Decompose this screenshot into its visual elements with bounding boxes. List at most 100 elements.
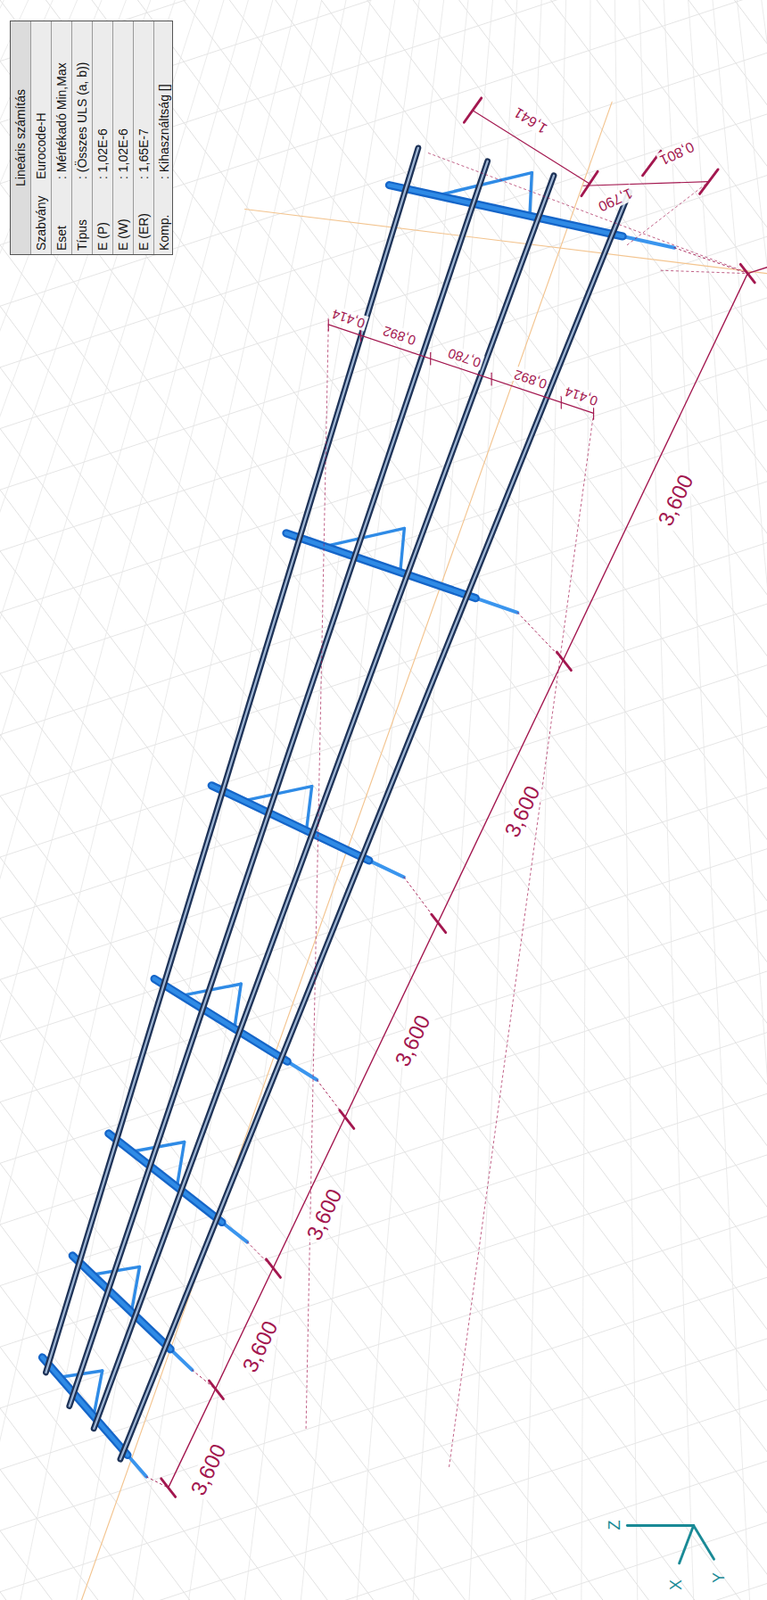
grid-line bbox=[0, 0, 265, 1600]
dimension-value: 3,600 bbox=[301, 1183, 347, 1246]
cantilever bbox=[222, 1222, 248, 1243]
table-key: E (ER) bbox=[136, 213, 151, 251]
purlin bbox=[69, 161, 488, 1407]
axis-guide-line bbox=[81, 101, 612, 1600]
table-value: : 1,02E-6 bbox=[115, 128, 131, 180]
grid-line bbox=[0, 0, 205, 1600]
dimension-line bbox=[168, 273, 749, 1489]
table-value: : 1,65E-7 bbox=[136, 128, 151, 180]
dimension-value: 1,790 bbox=[593, 184, 636, 216]
dimension-value: 1,641 bbox=[509, 103, 552, 138]
dimension-line bbox=[328, 324, 594, 414]
axis-label: X bbox=[668, 1577, 686, 1592]
grid-line bbox=[0, 0, 245, 1600]
cross-beam bbox=[211, 785, 370, 861]
grid-line bbox=[0, 0, 184, 1600]
grid-line bbox=[137, 0, 767, 1600]
axis-arrow bbox=[693, 1525, 715, 1559]
grid-line bbox=[275, 0, 767, 1600]
grid-line bbox=[688, 0, 767, 1600]
grid-line bbox=[0, 1093, 767, 1347]
grid-line bbox=[20, 0, 388, 1600]
dimension-tick bbox=[360, 329, 362, 342]
grid-line bbox=[0, 0, 603, 1600]
grid-line bbox=[734, 0, 767, 1600]
grid-line bbox=[642, 0, 767, 1600]
table-row: Szabvány Eurocode-H bbox=[30, 21, 52, 255]
cantilever bbox=[622, 236, 675, 248]
grid-line bbox=[189, 0, 450, 1600]
grid-line bbox=[356, 0, 511, 1600]
grid-line bbox=[0, 0, 649, 1600]
table-value: Eurocode-H bbox=[33, 112, 49, 180]
grid-line bbox=[469, 0, 551, 1600]
table-key: Szabvány bbox=[33, 196, 49, 251]
grid-line bbox=[0, 542, 767, 796]
grid-line bbox=[0, 725, 767, 980]
grid-line bbox=[0, 0, 368, 1600]
dimension-tick bbox=[339, 1110, 355, 1130]
axis-guide-line bbox=[244, 209, 767, 274]
cantilever bbox=[475, 598, 518, 613]
dimension-tick bbox=[265, 1259, 281, 1279]
cantilever bbox=[369, 860, 405, 878]
purlin bbox=[120, 191, 630, 1460]
dimension-line bbox=[583, 181, 710, 187]
axis-arrow bbox=[679, 1525, 694, 1563]
dimension-value: 3,600 bbox=[186, 1438, 232, 1501]
purlin bbox=[120, 191, 630, 1460]
grid-line bbox=[673, 0, 767, 1600]
cross-beam bbox=[108, 1133, 223, 1223]
table-value: : Mértékadó Min,Max bbox=[54, 62, 69, 180]
axis-label: Y bbox=[710, 1570, 729, 1585]
grid-line bbox=[244, 0, 470, 1600]
dimension-tick bbox=[431, 914, 446, 933]
cantilever bbox=[287, 1061, 317, 1081]
dimension-line bbox=[747, 267, 767, 274]
grid-line bbox=[0, 0, 695, 1600]
table-header: Lineáris számítás bbox=[10, 21, 32, 255]
grid-line bbox=[91, 0, 767, 1600]
dimension-value: 0,414 bbox=[560, 383, 602, 410]
grid-line bbox=[754, 0, 767, 1600]
axis-label: Z bbox=[606, 1518, 625, 1533]
grid-line bbox=[693, 0, 767, 1600]
cross-beam bbox=[72, 1255, 171, 1350]
grid-line bbox=[0, 0, 465, 1600]
purlin bbox=[93, 175, 554, 1429]
grid-line bbox=[412, 0, 767, 1600]
cantilever bbox=[170, 1349, 192, 1370]
table-value: : Kihasználtság [] bbox=[156, 83, 172, 180]
strut bbox=[529, 173, 532, 217]
table-key: E (P) bbox=[95, 222, 110, 251]
cantilever bbox=[127, 1454, 147, 1477]
grid-line bbox=[0, 1277, 767, 1531]
table-key: Komp. bbox=[156, 214, 172, 251]
grid-line bbox=[0, 0, 512, 1600]
result-table: Lineáris számításSzabvány Eurocode-HEset:… bbox=[9, 20, 174, 256]
dimension-tick bbox=[560, 395, 562, 409]
grid-line bbox=[0, 1583, 767, 1600]
table-value: : (Összes ULS (a, b)) bbox=[74, 62, 90, 180]
grid-line bbox=[734, 0, 767, 1600]
dimension-value: 3,600 bbox=[653, 469, 700, 531]
table-row: E (ER) : 1,65E-7 bbox=[132, 21, 155, 255]
dimension-tick bbox=[491, 372, 493, 386]
table-row: Eset: Mértékadó Min,Max bbox=[50, 21, 73, 255]
grid-line bbox=[0, 1032, 767, 1287]
grid-line bbox=[714, 0, 767, 1600]
cross-beam bbox=[154, 979, 288, 1063]
purlin bbox=[93, 175, 554, 1429]
strut bbox=[306, 786, 313, 832]
table-row: Komp. : Kihasználtság [] bbox=[153, 21, 175, 255]
cross-beam bbox=[154, 979, 288, 1063]
grid-line bbox=[0, 297, 767, 552]
grid-line bbox=[229, 0, 767, 1600]
grid-line bbox=[412, 0, 531, 1600]
dimension-tick bbox=[581, 171, 598, 196]
